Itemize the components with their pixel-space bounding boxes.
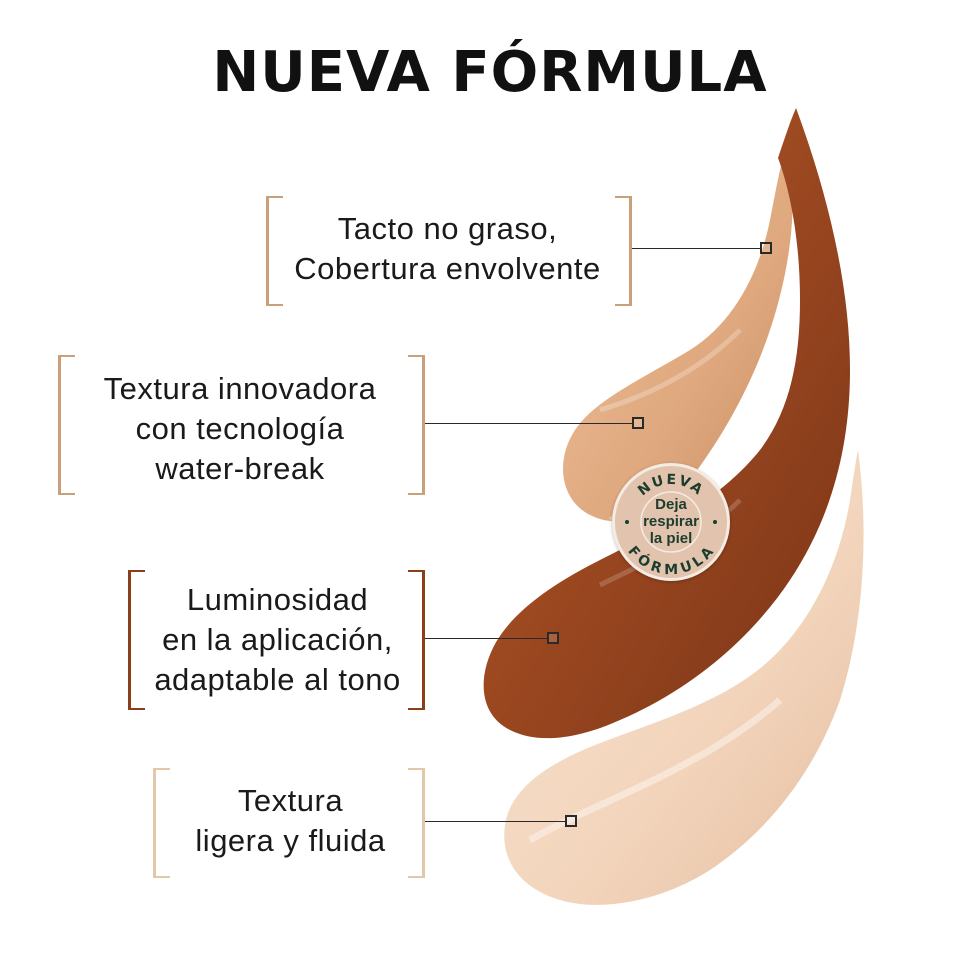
nueva-formula-badge: NUEVA FÓRMULA Deja respirar la piel bbox=[612, 463, 730, 581]
callout-4-line-2: ligera y fluida bbox=[195, 823, 386, 858]
callout-4-line-1: Textura bbox=[237, 783, 344, 818]
dark-swatch bbox=[483, 108, 850, 739]
page-title: NUEVA FÓRMULA bbox=[212, 40, 768, 105]
badge-line-3: la piel bbox=[649, 530, 693, 547]
badge-bottom-text: FÓRMULA bbox=[625, 543, 716, 578]
callout-4-bracket-right bbox=[408, 768, 425, 878]
callout-3-line-3: adaptable al tono bbox=[154, 662, 401, 697]
callout-2-bracket-right bbox=[408, 355, 425, 495]
callout-marker-icon bbox=[632, 417, 644, 429]
callout-1-line-1: Tacto no graso, bbox=[337, 211, 558, 246]
callout-marker-icon bbox=[565, 815, 577, 827]
callout-3-connector bbox=[425, 638, 547, 639]
badge-center-text: Deja respirar la piel bbox=[615, 496, 727, 547]
callout-2-connector bbox=[425, 423, 632, 424]
callout-1-line-2: Cobertura envolvente bbox=[294, 251, 601, 286]
light-swatch bbox=[504, 450, 864, 905]
callout-3-label: Luminosidad en la aplicación, adaptable … bbox=[140, 580, 415, 700]
callout-2-line-2: con tecnología bbox=[135, 411, 345, 446]
callout-marker-icon bbox=[760, 242, 772, 254]
callout-4-bracket-left bbox=[153, 768, 170, 878]
badge-line-2: respirar bbox=[643, 513, 699, 530]
callout-2-label: Textura innovadora con tecnología water-… bbox=[72, 369, 408, 489]
callout-1-bracket-right bbox=[615, 196, 632, 306]
medium-swatch bbox=[563, 150, 793, 522]
callout-4-label: Textura ligera y fluida bbox=[168, 781, 413, 861]
callout-3-line-2: en la aplicación, bbox=[162, 622, 393, 657]
svg-text:FÓRMULA: FÓRMULA bbox=[625, 543, 717, 578]
callout-4-connector bbox=[425, 821, 565, 822]
callout-1-label: Tacto no graso, Cobertura envolvente bbox=[280, 209, 615, 289]
callout-2-line-1: Textura innovadora bbox=[103, 371, 377, 406]
callout-3-bracket-left bbox=[128, 570, 145, 710]
callout-marker-icon bbox=[547, 632, 559, 644]
callout-2-bracket-left bbox=[58, 355, 75, 495]
callout-2-line-3: water-break bbox=[155, 451, 325, 486]
badge-ring: NUEVA FÓRMULA bbox=[625, 472, 717, 578]
callout-1-connector bbox=[632, 248, 760, 249]
callout-1-bracket-left bbox=[266, 196, 283, 306]
callout-3-bracket-right bbox=[408, 570, 425, 710]
badge-line-1: Deja bbox=[655, 496, 687, 513]
callout-3-line-1: Luminosidad bbox=[186, 582, 369, 617]
